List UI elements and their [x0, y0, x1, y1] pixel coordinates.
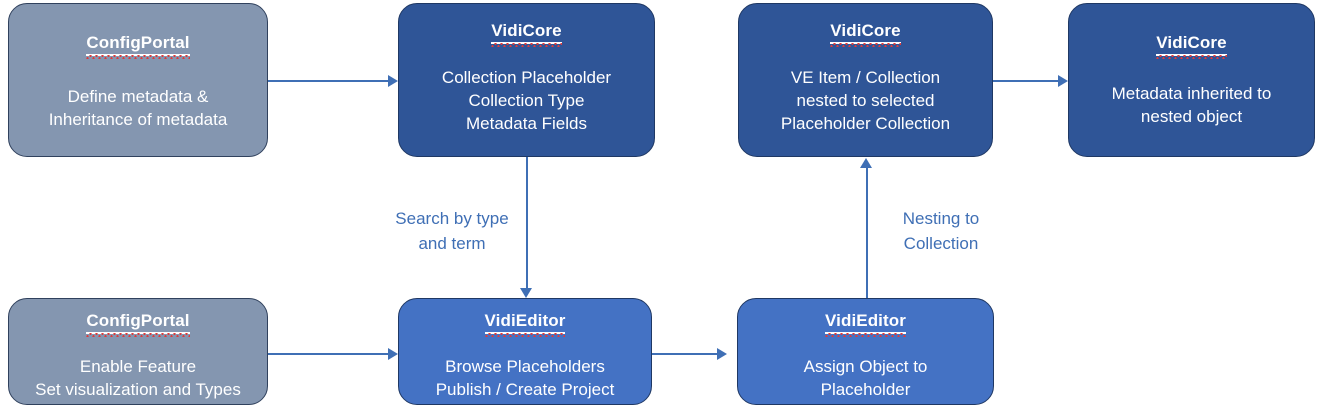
- node-title: VidiCore: [1156, 33, 1228, 59]
- node-body: Metadata inherited to nested object: [1111, 84, 1272, 126]
- node-body: Assign Object to Placeholder: [803, 357, 928, 399]
- node-body: Define metadata & Inheritance of metadat…: [48, 87, 228, 129]
- arrow-head-right: [388, 75, 398, 87]
- node-body: Enable Feature Set visualization and Typ…: [35, 357, 241, 399]
- node-title: VidiCore: [830, 21, 902, 47]
- node-body: Browse Placeholders Publish / Create Pro…: [435, 357, 615, 399]
- node-title: VidiCore: [491, 21, 563, 47]
- node-vidieditor-assign[interactable]: VidiEditor Assign Object to Placeholder: [737, 298, 994, 405]
- arrow-head-up: [860, 158, 872, 168]
- node-title: ConfigPortal: [86, 33, 190, 59]
- arrow-head-right: [1058, 75, 1068, 87]
- edge-label-nesting-to-collection: Nesting to Collection: [902, 209, 980, 253]
- node-body: Collection Placeholder Collection Type M…: [441, 68, 612, 133]
- node-title: VidiEditor: [484, 311, 566, 337]
- connector-vidieditor-assign-to-vidicore-nested: [866, 168, 868, 298]
- edge-label-search-by-type-and-term: Search by type and term: [395, 209, 509, 253]
- node-vidicore-placeholder[interactable]: VidiCore Collection Placeholder Collecti…: [398, 3, 655, 157]
- connector-vidieditor-browse-to-assign: [652, 353, 717, 355]
- node-vidieditor-browse[interactable]: VidiEditor Browse Placeholders Publish /…: [398, 298, 652, 405]
- connector-vidicore-nested-to-inherited: [993, 80, 1058, 82]
- connector-configportal-to-vidicore: [268, 80, 388, 82]
- node-config-portal-metadata[interactable]: ConfigPortal Define metadata & Inheritan…: [8, 3, 268, 157]
- connector-vidicore-to-vidieditor-browse: [526, 157, 528, 288]
- connector-configportal-feature-to-vidieditor: [268, 353, 388, 355]
- node-vidicore-inherited[interactable]: VidiCore Metadata inherited to nested ob…: [1068, 3, 1315, 157]
- arrow-head-down: [520, 288, 532, 298]
- node-vidicore-nested[interactable]: VidiCore VE Item / Collection nested to …: [738, 3, 993, 157]
- arrow-head-right: [388, 348, 398, 360]
- node-title: ConfigPortal: [86, 311, 190, 337]
- node-config-portal-feature[interactable]: ConfigPortal Enable Feature Set visualiz…: [8, 298, 268, 405]
- node-title: VidiEditor: [825, 311, 906, 337]
- node-body: VE Item / Collection nested to selected …: [780, 68, 951, 133]
- arrow-head-right: [717, 348, 727, 360]
